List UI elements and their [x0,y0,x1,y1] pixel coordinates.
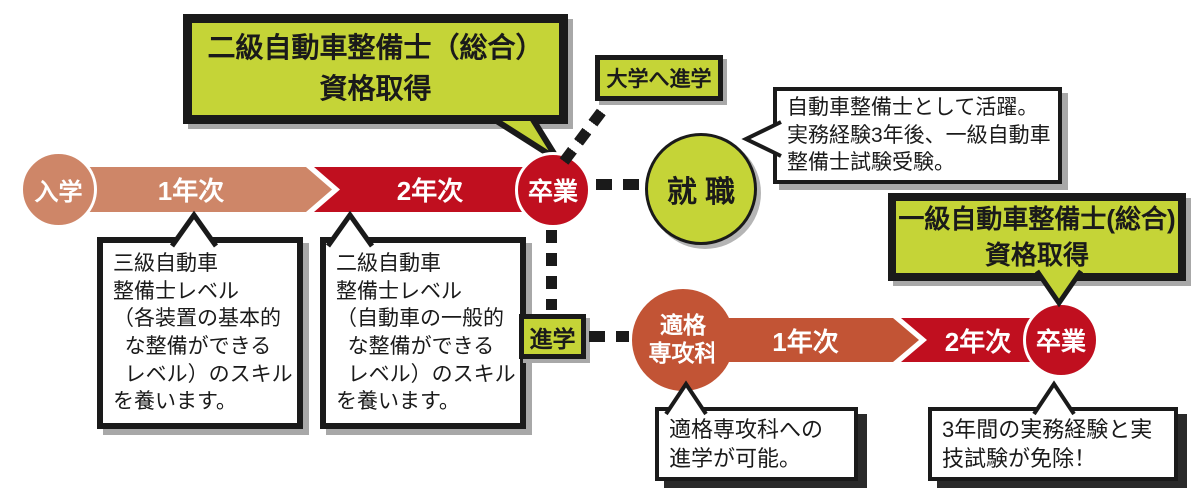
cert1-line1: 一級自動車整備士(総合) [898,203,1176,234]
employment-circle: 就 職 [645,133,757,245]
exemption-note-tail [1032,380,1076,416]
skill2-note-tail [325,210,375,248]
track2-grad-label: 卒業 [1035,328,1086,356]
cert2-callout: 二級自動車整備士（総合） 資格取得 [183,14,568,124]
track1-year2-label: 2年次 [396,176,464,206]
skill2-line6: を養います。 [336,390,460,414]
exemption-note: 3年間の実務経験と実 技試験が免除！ [928,407,1178,481]
track1-grad-circle: 卒業 [515,152,591,228]
skill3-line5: レベル）のスキル [113,362,293,386]
skill3-line2: 整備士レベル [113,279,239,303]
shingaku-box: 進学 [519,314,586,359]
entry-label: 入学 [34,179,83,206]
skill2-line3: （自動車の一般的 [336,307,504,331]
track2-year1-bar: 1年次 [714,318,919,362]
skill2-line4: な整備ができる [336,335,495,358]
track1-year1-label: 1年次 [157,176,225,206]
grad-to-employment-connector [596,179,642,190]
senkoka-note-tail [664,380,708,416]
exemption-note-line2: 技試験が免除！ [942,446,1097,471]
skill2-note: 二級自動車 整備士レベル （自動車の一般的 な整備ができる レベル）のスキル を… [320,237,526,429]
university-label: 大学へ進学 [606,68,712,91]
shingaku-label: 進学 [529,325,576,352]
cert1-line2: 資格取得 [984,240,1089,270]
cert1-callout: 一級自動車整備士(総合) 資格取得 [888,193,1186,281]
track1-year1-bar: 1年次 [72,167,332,212]
skill3-note-tail [169,210,219,248]
skill2-line1: 二級自動車 [336,251,441,275]
skill3-line6: を養います。 [113,390,237,414]
employment-label: 就 職 [666,176,736,209]
senkoka-note-line2: 進学が可能。 [669,446,802,471]
career-note: 自動車整備士として活躍。 実務経験3年後、一級自動車 整備士試験受験。 [773,87,1062,184]
senkoka-note-line1: 適格専攻科への [669,416,824,442]
cert2-line2: 資格取得 [319,73,432,104]
exemption-note-line1: 3年間の実務経験と実 [942,416,1153,442]
career-note-line3: 整備士試験受験。 [787,151,955,175]
senkoka-line2: 専攻科 [648,340,718,366]
cert2-line1: 二級自動車整備士（総合） [207,32,544,64]
skill2-line2: 整備士レベル [336,279,462,303]
career-note-tail [741,120,782,158]
career-note-line2: 実務経験3年後、一級自動車 [787,123,1051,147]
university-callout: 大学へ進学 [595,55,723,101]
track2-year1-label: 1年次 [772,326,839,357]
senkoka-note: 適格専攻科への 進学が可能。 [655,407,858,481]
grad-to-shingaku-connector [546,230,557,310]
skill3-line4: な整備ができる [113,335,272,358]
skill3-line1: 三級自動車 [113,251,218,275]
skill3-line3: （各装置の基本的 [113,307,281,331]
career-note-line1: 自動車整備士として活躍。 [787,95,1039,119]
skill3-note: 三級自動車 整備士レベル （各装置の基本的 な整備ができる レベル）のスキル を… [97,237,303,429]
entry-circle: 入学 [20,151,97,228]
cert2-callout-tail [481,115,561,163]
cert1-callout-tail [1034,269,1084,308]
track1-grad-label: 卒業 [527,178,578,206]
skill2-line5: レベル）のスキル [336,362,516,386]
track2-grad-circle: 卒業 [1023,302,1099,378]
track2-year2-label: 2年次 [944,326,1012,357]
track1-year2-bar: 2年次 [305,167,555,212]
senkoka-line1: 適格 [660,312,706,339]
shingaku-to-senkoka-connector [589,331,629,342]
